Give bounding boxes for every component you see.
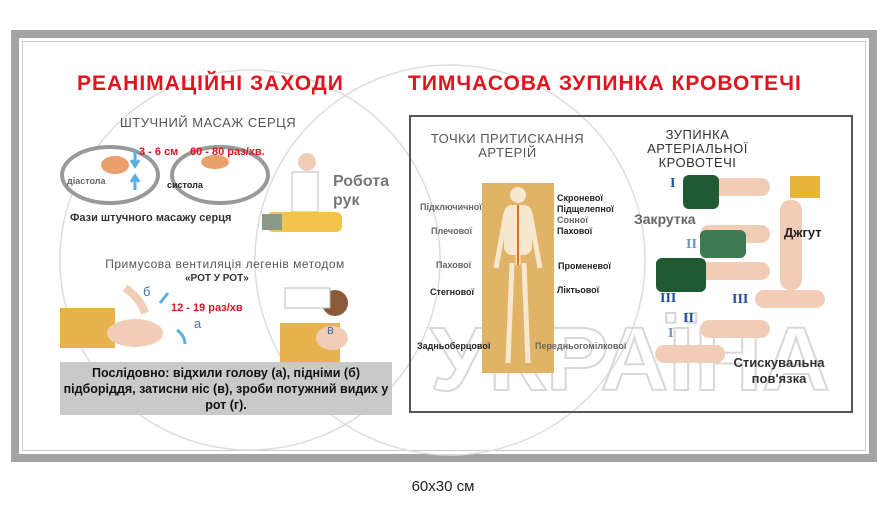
letter-g: г xyxy=(326,315,331,326)
pressure-points-heading: ТОЧКИ ПРИТИСКАННЯ АРТЕРІЙ xyxy=(430,131,585,160)
hands-work-label: Робота рук xyxy=(333,173,390,209)
bleeding-box xyxy=(409,115,853,413)
sequence-bold: Послідовно: xyxy=(92,366,170,380)
letter-a: а xyxy=(194,316,202,331)
chest-compression-illustration xyxy=(60,145,270,205)
sequence-note: Послідовно: відхили голову (а), підніми … xyxy=(60,362,392,415)
point-label: Променевої xyxy=(558,261,611,271)
ventilation-method: «РОТ У РОТ» xyxy=(185,273,249,284)
bleeding-title: ТИМЧАСОВА ЗУПИНКА КРОВОТЕЧІ xyxy=(408,72,802,95)
arm-illustration xyxy=(780,200,802,290)
point-label: Сонної xyxy=(557,215,588,225)
letter-v: в xyxy=(327,322,334,337)
size-caption: 60x30 см xyxy=(411,478,475,495)
poster-panel xyxy=(22,41,866,451)
arm-illustration xyxy=(690,262,770,280)
phases-caption: Фази штучного масажу серця xyxy=(70,212,232,224)
systole-label: систола xyxy=(167,180,203,190)
bandage-illustration xyxy=(656,258,706,292)
stop-bleeding-heading: ЗУПИНКА АРТЕРІАЛЬНОЇ КРОВОТЕЧІ xyxy=(647,127,748,170)
point-label: Плечової xyxy=(431,226,473,236)
arm-illustration xyxy=(755,290,825,308)
point-label: Ліктьової xyxy=(557,285,600,295)
pressure-bandage-label: Стискувальна пов'язка xyxy=(733,355,825,386)
point-label: Підщелепної xyxy=(557,204,614,214)
resuscitation-title: РЕАНІМАЦІЙНІ ЗАХОДИ xyxy=(77,72,344,95)
heart-massage-heading: ШТУЧНИЙ МАСАЖ СЕРЦЯ xyxy=(119,115,297,130)
step-numeral: II xyxy=(683,311,694,326)
tourniquet-illustration xyxy=(790,176,820,198)
ventilation-heading: Примусова вентиляція легенів методом xyxy=(105,257,345,271)
step-numeral: II xyxy=(686,237,697,252)
point-label: Задньоберцової xyxy=(417,341,491,351)
point-label: Передньогомілкової xyxy=(535,341,627,351)
twist-label: Закрутка xyxy=(634,211,696,227)
cpr-person-illustration xyxy=(262,153,342,232)
arm-illustration xyxy=(700,320,770,338)
point-label: Стегнової xyxy=(430,287,475,297)
skeleton-illustration xyxy=(482,183,554,373)
step-numeral: III xyxy=(660,291,677,306)
step-numeral: III xyxy=(732,292,749,307)
bandage-illustration xyxy=(683,175,719,209)
point-label: Скроневої xyxy=(557,193,603,203)
compression-depth: 3 - 6 см xyxy=(139,146,179,158)
step-numeral: I xyxy=(668,326,674,341)
tourniquet-label: Джгут xyxy=(784,225,822,240)
step-numeral: I xyxy=(670,176,676,191)
mouth-to-mouth-illustration xyxy=(60,284,348,363)
arm-illustration xyxy=(655,345,725,363)
point-label: Підключичної xyxy=(420,202,482,212)
compression-rate: 60 - 80 раз/хв. xyxy=(190,146,265,158)
breath-rate: 12 - 19 раз/хв xyxy=(171,302,243,314)
letter-b: б xyxy=(143,284,151,299)
point-label: Пахової xyxy=(436,260,472,270)
point-label: Пахової xyxy=(557,226,593,236)
bandage-illustration xyxy=(700,230,746,258)
diastole-label: діастола xyxy=(67,176,106,186)
sequence-text: відхили голову (а), підніми (б) підборід… xyxy=(63,366,389,412)
